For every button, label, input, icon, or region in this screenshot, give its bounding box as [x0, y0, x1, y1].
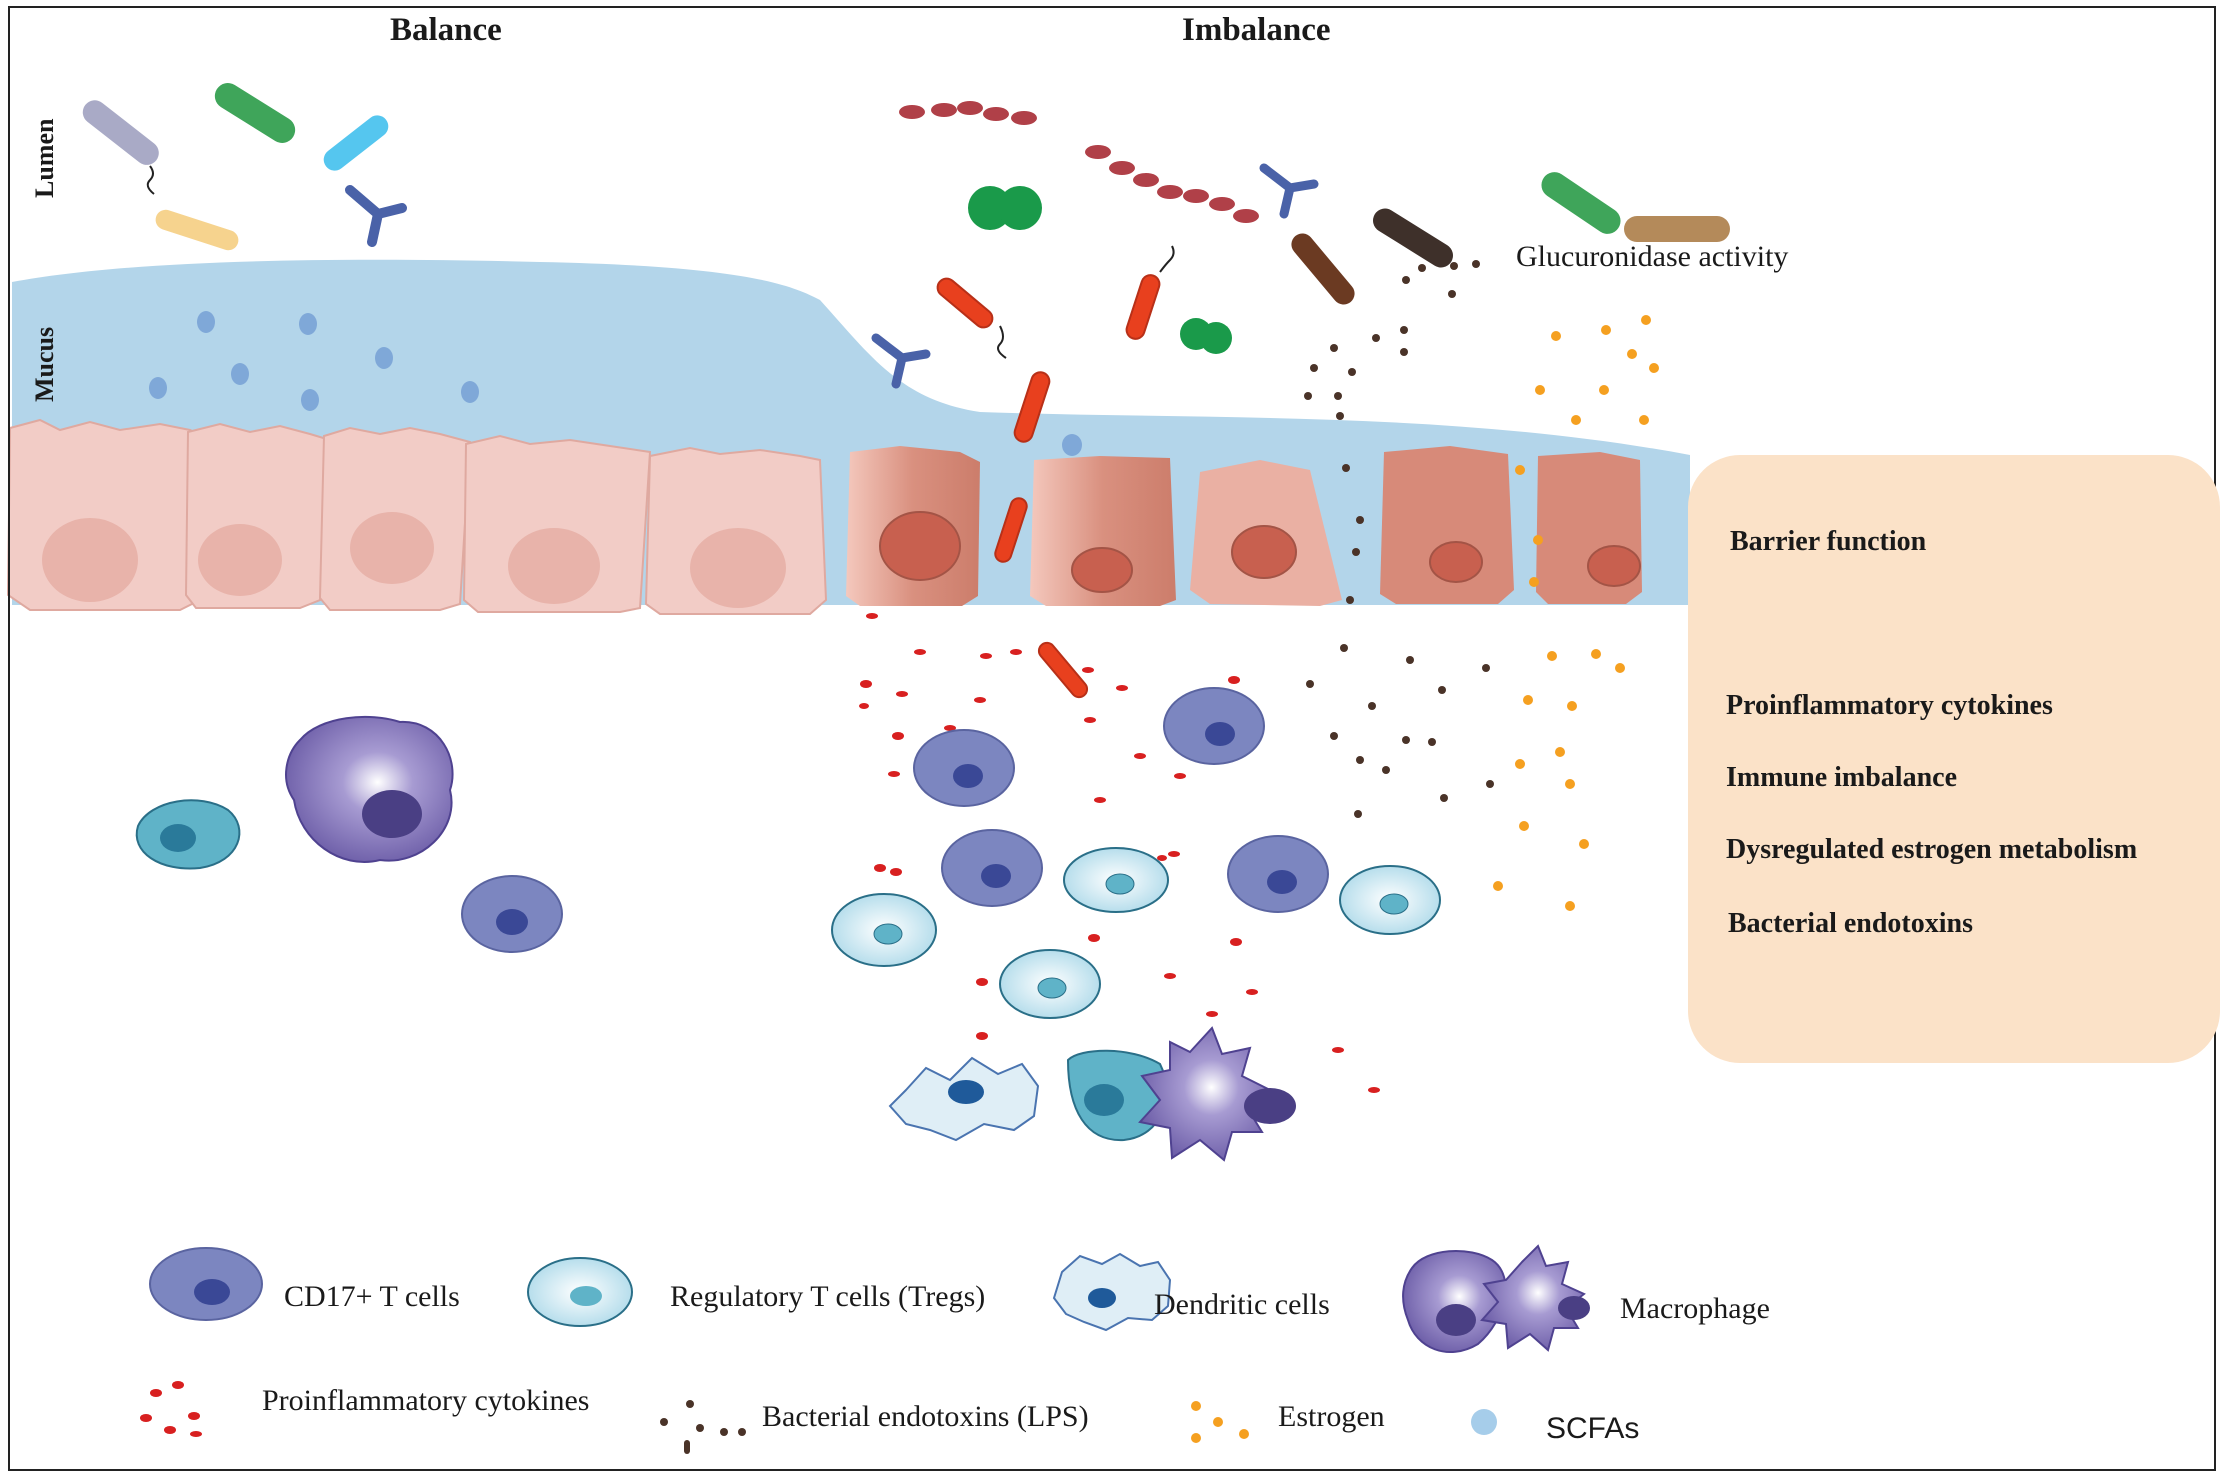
- balance-immune-cells: [135, 715, 563, 953]
- legend-dendritic: Dendritic cells: [1154, 1288, 1330, 1321]
- outcome-panel: [1688, 455, 2220, 1063]
- lumen-label: Lumen: [30, 118, 59, 198]
- legend-estrogen: Estrogen: [1278, 1400, 1385, 1433]
- estrogen-dots: [1493, 315, 1659, 911]
- balance-header: Balance: [390, 12, 502, 48]
- panel-estrogen: Dysregulated estrogen metabolism: [1726, 834, 2138, 865]
- imbalance-immune-cells: [831, 687, 1441, 1162]
- balance-bacteria: [82, 83, 407, 251]
- healthy-nuclei: [42, 512, 786, 608]
- imbalance-header: Imbalance: [1182, 12, 1331, 48]
- panel-endotoxins: Bacterial endotoxins: [1728, 908, 1973, 939]
- imbalance-bacteria: [871, 101, 1730, 699]
- mucus-label: Mucus: [30, 326, 59, 402]
- panel-cytokines: Proinflammatory cytokines: [1726, 690, 2053, 721]
- scfa-dots-mucus: [149, 311, 1082, 456]
- lps-dots: [1304, 260, 1494, 818]
- legend-scfas: SCFAs: [1546, 1412, 1640, 1445]
- damaged-nuclei: [879, 511, 1641, 593]
- legend-lps: Bacterial endotoxins (LPS): [762, 1400, 1089, 1433]
- panel-barrier: Barrier function: [1730, 526, 1927, 557]
- legend-icons: [140, 1244, 1590, 1454]
- legend-th17: CD17+ T cells: [284, 1280, 460, 1313]
- glucuronidase-label: Glucuronidase activity: [1516, 240, 1789, 273]
- panel-immune: Immune imbalance: [1726, 762, 1957, 793]
- legend-tregs: Regulatory T cells (Tregs): [670, 1280, 986, 1313]
- legend-cytokines: Proinflammatory cytokines: [262, 1384, 590, 1417]
- legend-macrophage: Macrophage: [1620, 1292, 1770, 1325]
